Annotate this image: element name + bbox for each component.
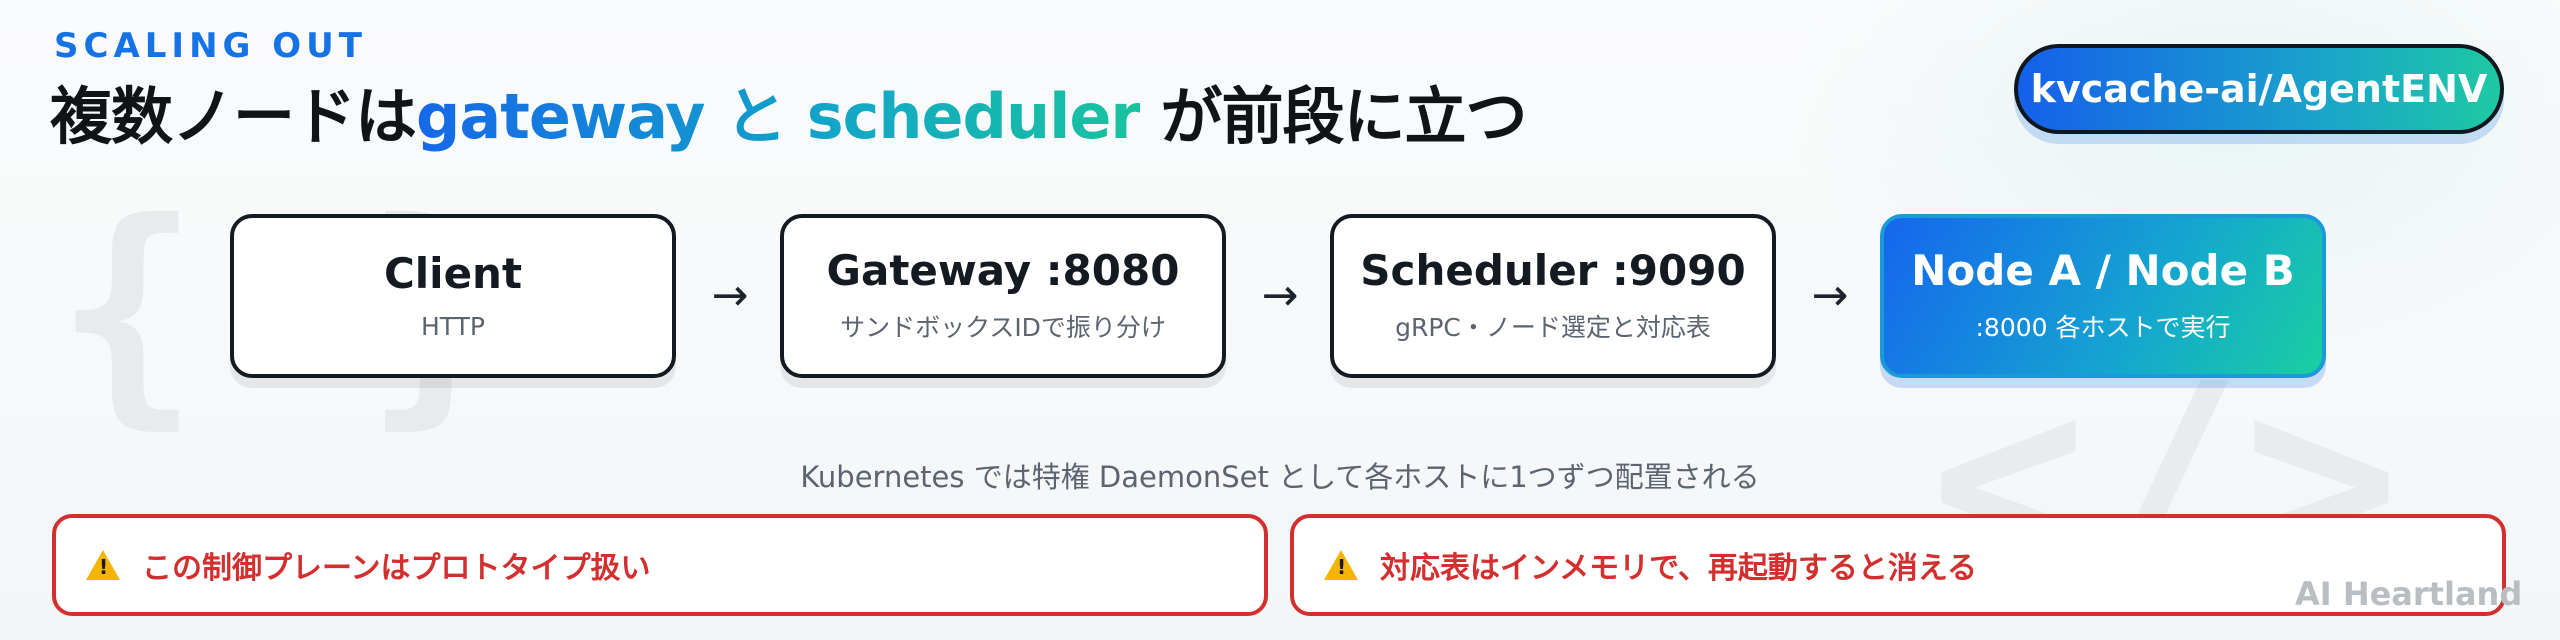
page-title: 複数ノードはgateway と scheduler が前段に立つ xyxy=(50,66,1528,156)
flow-node-title: Gateway :8080 xyxy=(826,245,1180,295)
flow-arrow-icon: → xyxy=(711,270,749,321)
flow-arrow-icon: → xyxy=(1811,270,1849,321)
flow-arrow-icon: → xyxy=(1261,270,1299,321)
deployment-note: Kubernetes では特権 DaemonSet として各ホストに1つずつ配置… xyxy=(800,460,1760,494)
flow-node-subtitle: サンドボックスIDで振り分け xyxy=(840,313,1166,343)
flow-node-gateway: Gateway :8080 サンドボックスIDで振り分け xyxy=(780,214,1226,378)
flow-node-subtitle: HTTP xyxy=(421,311,485,341)
flow-node-scheduler: Scheduler :9090 gRPC・ノード選定と対応表 xyxy=(1330,214,1776,378)
flow-node-title: Scheduler :9090 xyxy=(1360,245,1746,295)
flow-node-title: Node A / Node B xyxy=(1911,245,2295,295)
architecture-flow: Client HTTP → Gateway :8080 サンドボックスIDで振り… xyxy=(230,214,2330,384)
title-highlight: gateway と scheduler xyxy=(416,80,1141,153)
flow-node-subtitle: gRPC・ノード選定と対応表 xyxy=(1395,313,1711,343)
flow-node-subtitle: :8000 各ホストで実行 xyxy=(1975,313,2231,343)
eyebrow-label: SCALING OUT xyxy=(54,26,367,66)
brand-watermark: AI Heartland xyxy=(2295,575,2523,613)
flow-node-title: Client xyxy=(383,249,523,299)
warning-text: この制御プレーンはプロトタイプ扱い xyxy=(142,551,651,586)
title-prefix: 複数ノードは xyxy=(50,80,417,153)
warning-callout-in-memory: 対応表はインメモリで、再起動すると消える xyxy=(1290,514,2506,616)
warning-icon xyxy=(86,550,120,580)
warning-callout-prototype: この制御プレーンはプロトタイプ扱い xyxy=(52,514,1268,616)
flow-node-client: Client HTTP xyxy=(230,214,676,378)
warning-text: 対応表はインメモリで、再起動すると消える xyxy=(1380,551,1977,586)
warning-icon xyxy=(1324,550,1358,580)
title-suffix: が前段に立つ xyxy=(1139,80,1528,153)
flow-node-nodes: Node A / Node B :8000 各ホストで実行 xyxy=(1880,214,2326,378)
repo-badge-link[interactable]: kvcache-ai/AgentENV xyxy=(2014,44,2504,134)
